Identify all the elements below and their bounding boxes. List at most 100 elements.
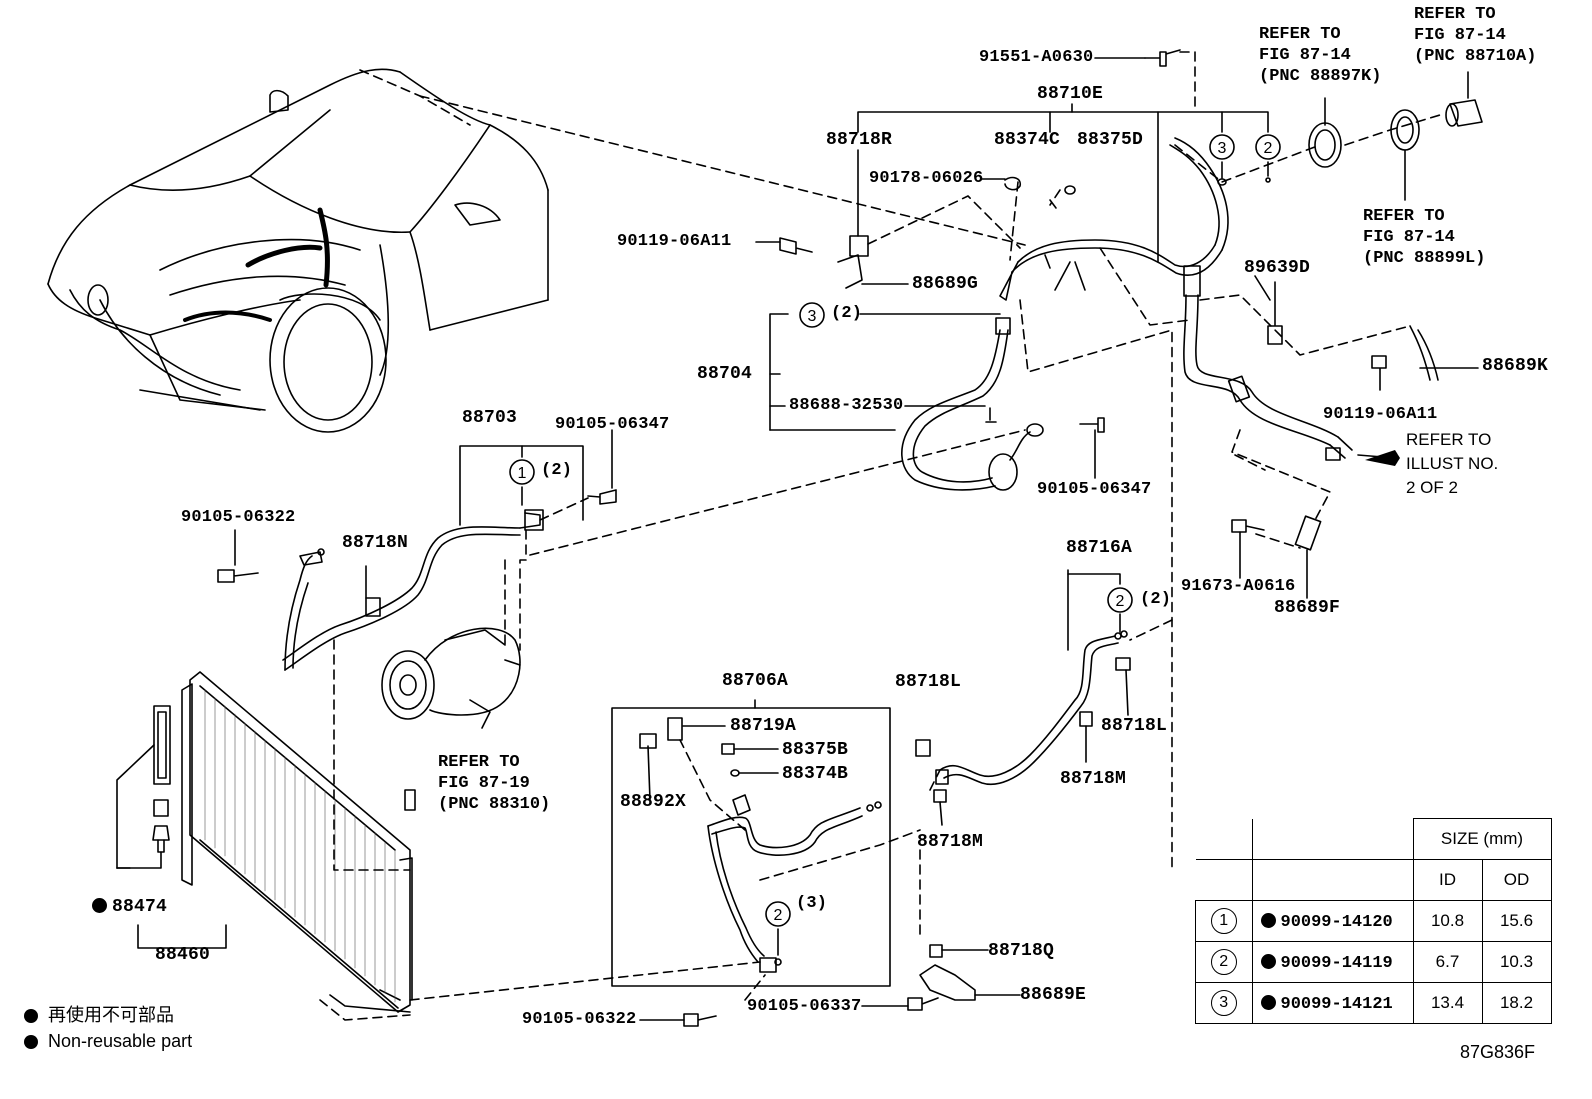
orings-top: [1049, 177, 1271, 209]
ref-line: (PNC 88897K): [1259, 67, 1382, 86]
non-reusable-dot: [92, 898, 107, 913]
circle-marker: 2: [1210, 949, 1237, 975]
table-cell-part: 90099-14120: [1251, 900, 1414, 942]
label-88689g: 88689G: [912, 274, 979, 294]
vehicle-illustration: [47, 68, 549, 433]
ref-line: REFER TO: [1259, 25, 1341, 44]
label-qty-2-c: (2): [1140, 590, 1172, 609]
ref-fig-87-14-88897k[interactable]: REFER TO FIG 87-14 (PNC 88897K): [1259, 24, 1381, 87]
ref-line: FIG 87-14: [1259, 46, 1351, 65]
table-cell-part: 90099-14119: [1251, 941, 1414, 983]
circle-text-2-top: 2: [1264, 140, 1273, 157]
label-88892x: 88892X: [620, 792, 687, 812]
circle-marker: 3: [1210, 990, 1237, 1016]
table-header-id: ID: [1412, 859, 1483, 901]
table-row: 3 90099-14121 13.4 18.2: [1195, 982, 1552, 1024]
legend: 再使用不可部品 Non-reusable part: [24, 1002, 192, 1054]
non-reusable-dot: [1260, 994, 1276, 1010]
ref-fig-87-19-88310[interactable]: REFER TO FIG 87-19 (PNC 88310): [438, 752, 550, 815]
table-cell-od: 18.2: [1481, 982, 1552, 1024]
table-cell-od: 10.3: [1481, 941, 1552, 983]
figure-code: 87G836F: [1460, 1042, 1536, 1062]
non-reusable-dot: [24, 1035, 38, 1049]
label-88688-32530: 88688-32530: [789, 396, 904, 415]
label-88718r: 88718R: [826, 130, 893, 150]
table-row: 2 90099-14119 6.7 10.3: [1195, 941, 1552, 983]
table-blank-cell: [1195, 859, 1253, 901]
condenser: [181, 671, 416, 1013]
table-cell-id: 6.7: [1412, 941, 1483, 983]
table-cell-id: 13.4: [1412, 982, 1483, 1024]
legend-text-japanese: 再使用不可部品: [48, 1005, 174, 1025]
ref-line: REFER TO: [1363, 207, 1445, 226]
circle-marker-3-mid: [799, 302, 825, 328]
label-88716a: 88716A: [1066, 538, 1133, 558]
label-88718m-a: 88718M: [1060, 769, 1127, 789]
table-cell-id: 10.8: [1412, 900, 1483, 942]
ref-line: FIG 87-19: [438, 774, 530, 793]
legend-row-japanese: 再使用不可部品: [24, 1002, 192, 1028]
ref-line: (PNC 88899L): [1363, 249, 1486, 268]
ref-line: REFER TO: [1414, 5, 1496, 24]
label-88474: 88474: [92, 897, 167, 917]
ref-fig-87-14-88899l[interactable]: REFER TO FIG 87-14 (PNC 88899L): [1363, 206, 1485, 269]
label-qty-2-b: (2): [541, 461, 573, 480]
non-reusable-dot: [24, 1009, 38, 1023]
box-88706a: [611, 699, 891, 987]
label-qty-2-a: (2): [831, 304, 863, 323]
label-89639d: 89639D: [1244, 258, 1311, 278]
label-88474-text: 88474: [112, 897, 168, 917]
leader-lines-88710e: [857, 103, 1269, 263]
part-number: 90099-14120: [1280, 912, 1393, 932]
clips: [365, 176, 1479, 617]
non-reusable-dot: [1260, 912, 1276, 928]
label-88374c: 88374C: [994, 130, 1061, 150]
ref-line: (PNC 88310): [438, 795, 551, 814]
table-cell-part: 90099-14121: [1251, 982, 1414, 1024]
label-qty-3: (3): [796, 894, 828, 913]
bracket-88689e: [919, 944, 1021, 1001]
label-88718l-a: 88718L: [895, 672, 962, 692]
circle-marker-2-low: [765, 901, 791, 927]
circle-text-1: 1: [518, 465, 527, 482]
ref-fig-87-14-88710a[interactable]: REFER TO FIG 87-14 (PNC 88710A): [1414, 4, 1536, 67]
label-90105-06322-bottom: 90105-06322: [522, 1010, 637, 1029]
hose-88710e: [999, 137, 1353, 461]
table-blank-cell: [1195, 818, 1253, 860]
label-88718q: 88718Q: [988, 941, 1055, 961]
label-88706a: 88706A: [722, 671, 789, 691]
label-88374b: 88374B: [782, 764, 849, 784]
hose-88703: [282, 509, 544, 671]
label-88460: 88460: [155, 945, 211, 965]
label-90105-06347-left: 90105-06347: [555, 415, 670, 434]
table-blank-cell: [1252, 859, 1414, 901]
ref-line: REFER TO: [438, 753, 520, 772]
label-88704: 88704: [697, 364, 753, 384]
label-90105-06347-right: 90105-06347: [1037, 480, 1152, 499]
car-dashed-leaders: [359, 69, 1026, 246]
table-cell-mark: 1: [1195, 900, 1253, 942]
table-blank-cell: [1252, 818, 1414, 860]
table-header-od: OD: [1481, 859, 1552, 901]
ref-illust-2-of-2[interactable]: REFER TO ILLUST NO. 2 OF 2: [1406, 428, 1498, 500]
label-leaders: [234, 57, 1271, 1021]
label-88703: 88703: [462, 408, 518, 428]
hose-88704: [901, 317, 1044, 491]
ref-line: FIG 87-14: [1363, 228, 1455, 247]
circle-marker-1: [509, 459, 535, 485]
circle-marker-2-top: [1255, 134, 1281, 160]
size-table: SIZE (mm) ID OD 1 90099-14120 10.8 15.6 …: [1195, 818, 1552, 1024]
label-88718l-b: 88718L: [1101, 716, 1168, 736]
label-88689f: 88689F: [1274, 598, 1341, 618]
circle-text-2-low: 2: [774, 907, 783, 924]
label-88718m-b: 88718M: [917, 832, 984, 852]
label-90119-06a11-right: 90119-06A11: [1323, 405, 1438, 424]
leader-lines-88704: [769, 313, 1001, 431]
circle-marker-2-mid: [1107, 587, 1133, 613]
ref-line: ILLUST NO.: [1406, 454, 1499, 473]
table-cell-od: 15.6: [1481, 900, 1552, 942]
circle-marker-3-top: [1209, 134, 1235, 160]
table-row: 1 90099-14120 10.8 15.6: [1195, 900, 1552, 942]
circle-marker: 1: [1210, 908, 1237, 934]
non-reusable-dot: [1260, 953, 1276, 969]
